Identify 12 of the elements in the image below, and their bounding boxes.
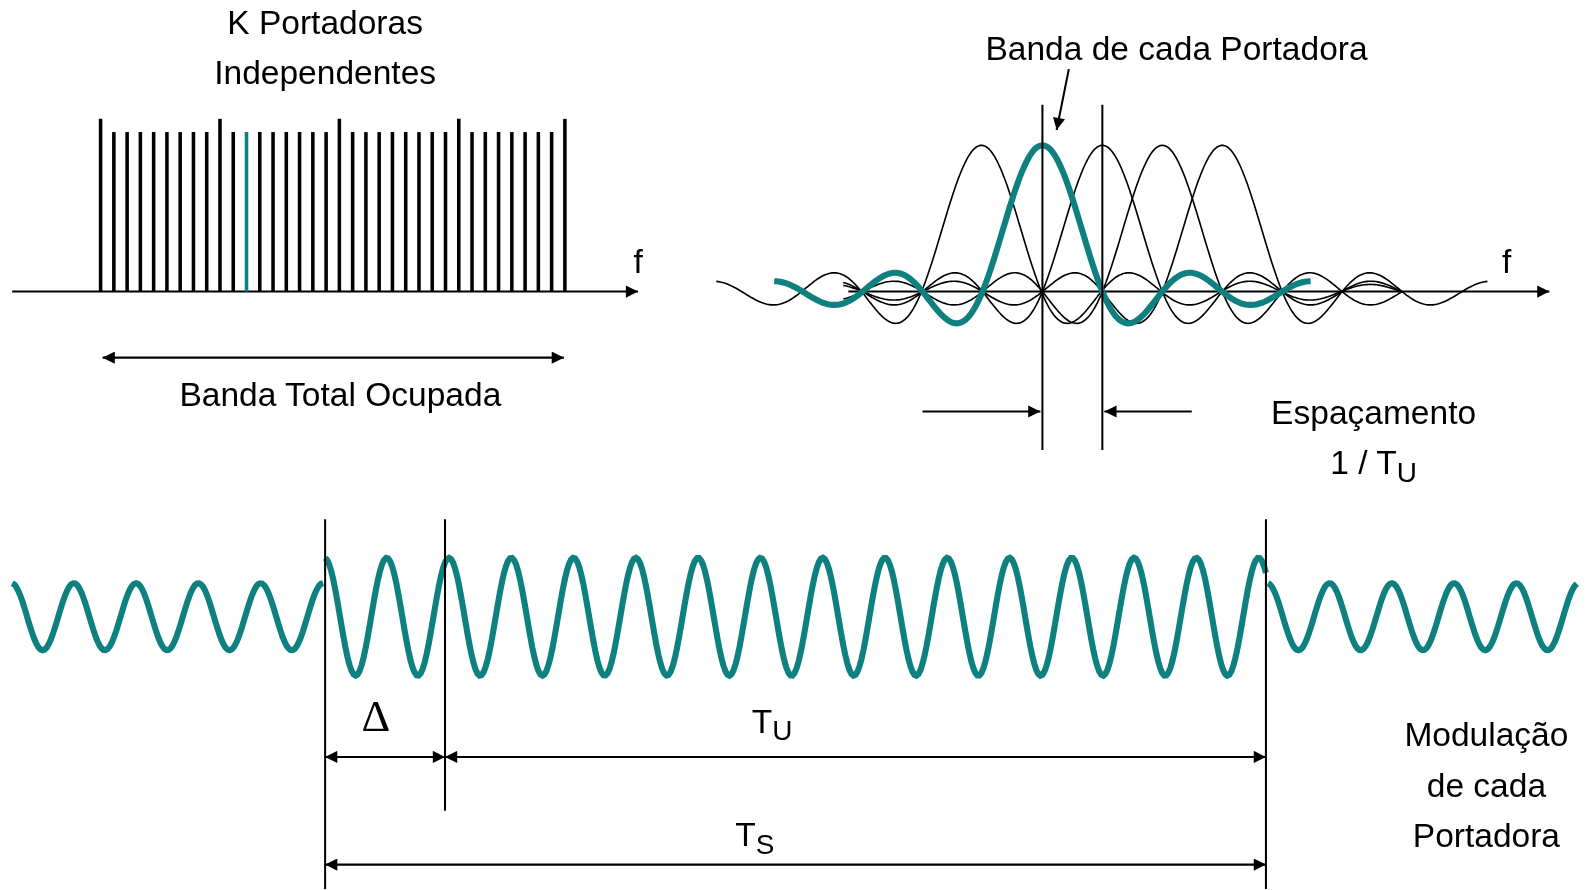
dimension-label: Banda Total Ocupada [178,374,503,416]
caption-text: Modulação de cada Portadora [1403,714,1570,857]
dimension-label: T$_{U}$ [750,701,794,749]
dimension-label: Espaçamento 1 / T$_{U}$ [1270,392,1478,491]
sinc-curve [773,142,1312,327]
leader-line [1053,68,1070,131]
axis-label: f [1501,241,1513,283]
heading-text: K Portadoras Independentes [213,2,438,94]
callout-text: Banda de cada Portadora [937,23,1416,75]
axis-label: f [632,241,644,283]
dimension-label: Δ [360,690,392,742]
dimension-label: T$_{S}$ [734,814,776,863]
